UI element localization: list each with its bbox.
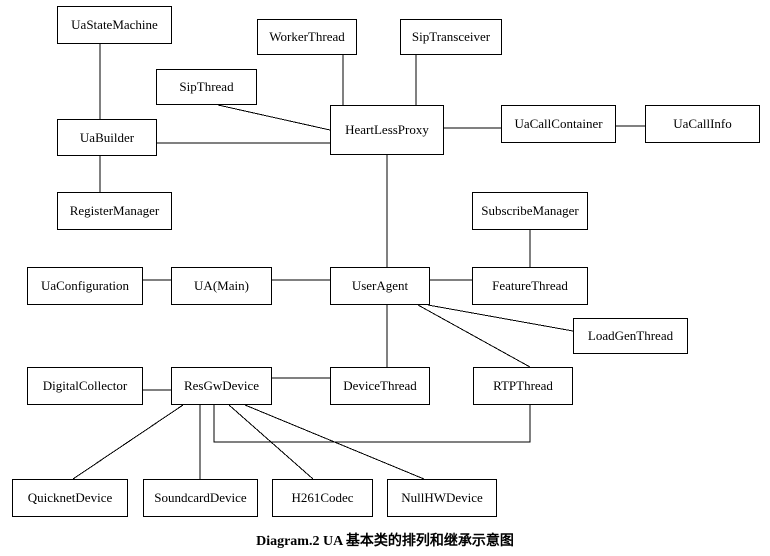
node-h261-codec: H261Codec [272,479,373,517]
node-sip-thread: SipThread [156,69,257,105]
edge-useragent-loadgenthread [427,304,574,332]
node-null-hw-device: NullHWDevice [387,479,497,517]
node-ua-configuration: UaConfiguration [27,267,143,305]
node-ua-call-info: UaCallInfo [645,105,760,143]
node-subscribe-manager: SubscribeManager [472,192,588,230]
node-load-gen-thread: LoadGenThread [573,318,688,354]
edge-resgwdevice-nullhwdevice [244,404,425,480]
node-quicknet-device: QuicknetDevice [12,479,128,517]
edge-resgwdevice-h261codec [228,404,314,480]
node-sip-transceiver: SipTransceiver [400,19,502,55]
node-ua-builder: UaBuilder [57,119,157,156]
node-res-gw-device: ResGwDevice [171,367,272,405]
edge-resgwdevice-quicknetdevice [72,404,184,480]
node-digital-collector: DigitalCollector [27,367,143,405]
node-ua-call-container: UaCallContainer [501,105,616,143]
node-soundcard-device: SoundcardDevice [143,479,258,517]
node-heart-less-proxy: HeartLessProxy [330,105,444,155]
node-ua-main: UA(Main) [171,267,272,305]
node-ua-state-machine: UaStateMachine [57,6,172,44]
edge-useragent-rtpthread [417,304,531,368]
node-user-agent: UserAgent [330,267,430,305]
diagram-caption: Diagram.2 UA 基本类的排列和继承示意图 [256,534,514,549]
node-feature-thread: FeatureThread [472,267,588,305]
node-register-manager: RegisterManager [57,192,172,230]
node-rtp-thread: RTPThread [473,367,573,405]
edge-sipthread-heartlessproxy [217,104,331,131]
node-worker-thread: WorkerThread [257,19,357,55]
node-device-thread: DeviceThread [330,367,430,405]
edge-resgwdevice-rtpthread [213,405,531,443]
